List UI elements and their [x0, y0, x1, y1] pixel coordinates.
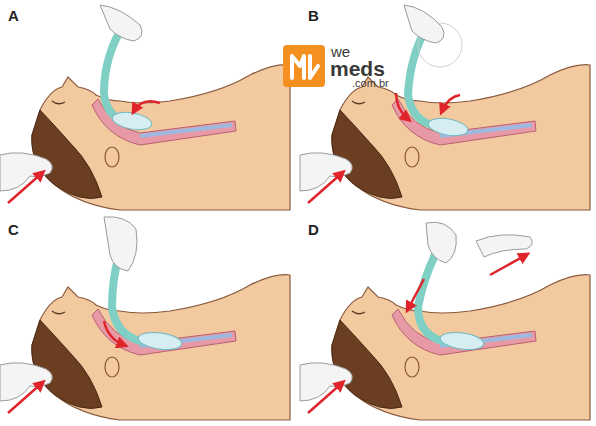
panel-b	[300, 5, 590, 210]
panel-c	[0, 217, 290, 420]
logo-text: we	[331, 44, 350, 59]
logo-mark	[283, 45, 325, 87]
panel-a	[0, 5, 290, 210]
panel-letter: B	[308, 8, 319, 23]
panel-d	[300, 222, 590, 420]
patient-head	[300, 65, 590, 210]
patient-head	[300, 275, 590, 420]
patient-head	[0, 65, 290, 210]
panel-letter: C	[8, 222, 19, 237]
panel-letter: D	[308, 222, 319, 237]
panel-letter: A	[8, 8, 19, 23]
logo-text: meds	[330, 58, 385, 79]
logo-text: .com.br	[352, 78, 389, 89]
patient-head	[0, 275, 290, 420]
